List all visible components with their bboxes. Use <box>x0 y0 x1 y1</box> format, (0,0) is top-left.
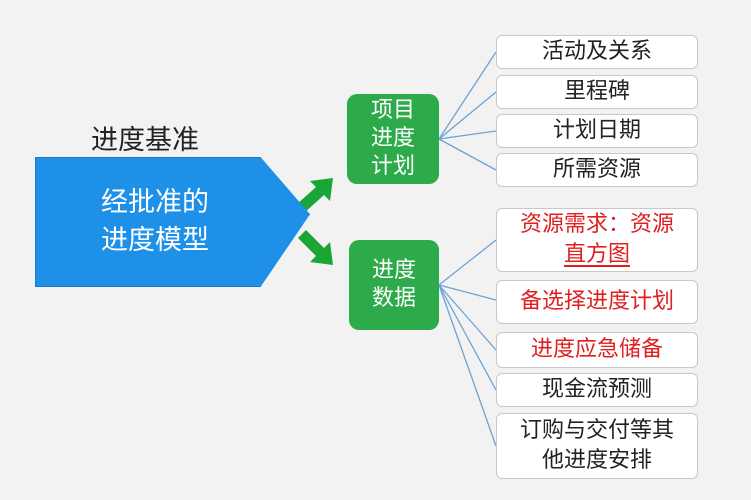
resource-histogram-line1: 资源需求：资源 <box>519 212 674 237</box>
arrow-up-right-icon <box>296 178 333 213</box>
connector-plan-4 <box>438 138 497 171</box>
connector-data-4 <box>438 284 497 391</box>
connector-data-1 <box>438 239 497 286</box>
procurement-line2: 他进度安排 <box>541 448 652 473</box>
data-item-procurement-schedules: 订购与交付等其 他进度安排 <box>496 413 698 479</box>
connector-data-2 <box>438 284 497 301</box>
data-line2: 数据 <box>371 286 416 311</box>
schedule-data-box: 进度 数据 <box>349 240 439 330</box>
baseline-label: 进度基准 <box>91 125 199 156</box>
connector-data-3 <box>438 284 497 351</box>
procurement-line1: 订购与交付等其 <box>519 418 674 443</box>
data-item-alternative-schedules: 备选择进度计划 <box>496 280 698 324</box>
plan-line2: 进度 <box>370 126 415 151</box>
connector-plan-1 <box>438 51 497 140</box>
approved-model-text: 经批准的 进度模型 <box>60 184 250 260</box>
approved-model-line2: 进度模型 <box>101 225 209 256</box>
connector-plan-3 <box>438 130 497 140</box>
plan-line1: 项目 <box>370 98 415 123</box>
data-item-resource-histogram: 资源需求：资源 直方图 <box>496 208 698 272</box>
approved-model-line1: 经批准的 <box>101 187 209 218</box>
connector-plan-2 <box>438 91 497 140</box>
connector-data-5 <box>438 284 497 447</box>
plan-item-dates: 计划日期 <box>496 114 698 148</box>
approved-model-shape <box>35 157 310 287</box>
plan-line3: 计划 <box>370 154 415 179</box>
arrow-down-right-icon <box>298 230 333 265</box>
plan-item-activities: 活动及关系 <box>496 35 698 69</box>
project-schedule-plan-box: 项目 进度 计划 <box>347 94 439 184</box>
plan-item-resources: 所需资源 <box>496 153 698 187</box>
resource-histogram-line2: 直方图 <box>563 242 630 267</box>
plan-item-milestones: 里程碑 <box>496 75 698 109</box>
data-line1: 进度 <box>371 258 416 283</box>
data-item-cash-flow: 现金流预测 <box>496 373 698 407</box>
data-item-contingency-reserves: 进度应急储备 <box>496 332 698 368</box>
